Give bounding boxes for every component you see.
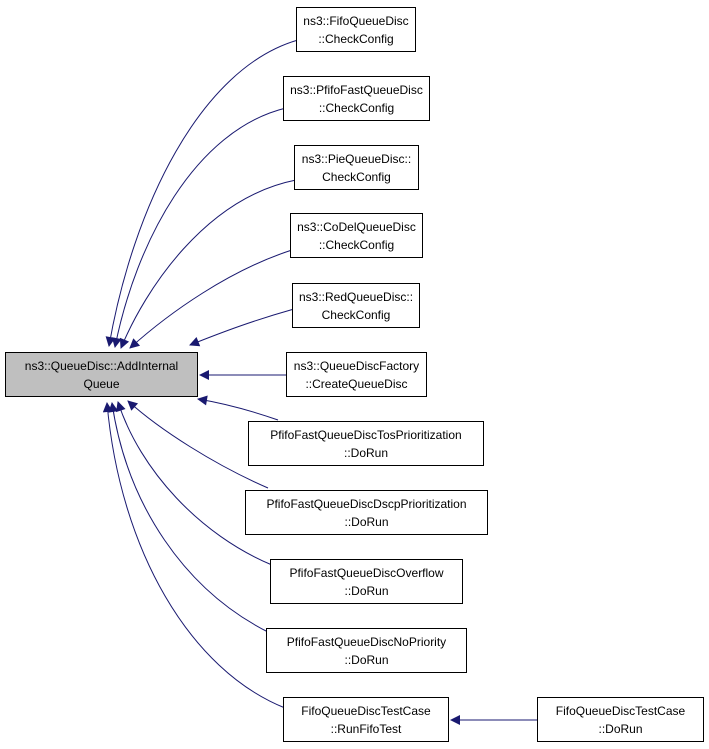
- caller-node-pfifo-no-priority-dorun[interactable]: PfifoFastQueueDiscNoPriority ::DoRun: [266, 628, 467, 673]
- caller-node-line-2: ::DoRun: [344, 514, 389, 529]
- caller-node-line-2: ::DoRun: [344, 583, 389, 598]
- edge-n9-to-root: [116, 401, 273, 566]
- edge-n5-to-root: [189, 308, 295, 347]
- caller-node-line-1: ns3::RedQueueDisc::: [298, 289, 414, 304]
- caller-node-codel-queue-disc-checkconfig[interactable]: ns3::CoDelQueueDisc ::CheckConfig: [290, 213, 423, 258]
- caller-node-fifo-test-case-dorun[interactable]: FifoQueueDiscTestCase ::DoRun: [537, 697, 704, 742]
- caller-node-line-1: ns3::QueueDiscFactory: [293, 358, 420, 373]
- caller-node-line-2: CheckConfig: [321, 307, 391, 322]
- caller-node-line-2: ::CheckConfig: [318, 31, 394, 46]
- caller-node-line-1: PfifoFastQueueDiscTosPrioritization: [270, 427, 462, 442]
- caller-node-line-1: ns3::PieQueueDisc::: [301, 151, 412, 166]
- edge-n1-to-root: [105, 39, 299, 347]
- root-node-line-1: ns3::QueueDisc::AddInternal: [24, 358, 179, 373]
- edge-n10-to-root: [108, 402, 269, 633]
- edge-n11-to-root: [102, 402, 286, 709]
- caller-node-fifo-queue-disc-checkconfig[interactable]: ns3::FifoQueueDisc ::CheckConfig: [296, 7, 416, 52]
- root-node-add-internal-queue: ns3::QueueDisc::AddInternal Queue: [5, 352, 198, 397]
- edge-n8-to-root: [127, 400, 269, 489]
- caller-node-line-2: ::DoRun: [344, 652, 389, 667]
- caller-node-line-1: ns3::FifoQueueDisc: [303, 13, 409, 28]
- caller-node-pie-queue-disc-checkconfig[interactable]: ns3::PieQueueDisc:: CheckConfig: [294, 145, 419, 190]
- caller-node-line-1: PfifoFastQueueDiscOverflow: [289, 565, 444, 580]
- caller-node-queue-disc-factory-createqueuedisc[interactable]: ns3::QueueDiscFactory ::CreateQueueDisc: [286, 352, 427, 397]
- edge-n4-to-root: [129, 249, 293, 349]
- caller-node-line-2: CheckConfig: [322, 169, 391, 184]
- caller-node-line-1: FifoQueueDiscTestCase: [301, 703, 431, 718]
- caller-node-line-2: ::DoRun: [598, 721, 643, 736]
- caller-node-pfifo-overflow-dorun[interactable]: PfifoFastQueueDiscOverflow ::DoRun: [270, 559, 463, 604]
- caller-node-line-1: PfifoFastQueueDiscNoPriority: [286, 634, 447, 649]
- caller-node-line-1: PfifoFastQueueDiscDscpPrioritization: [266, 496, 467, 511]
- caller-node-red-queue-disc-checkconfig[interactable]: ns3::RedQueueDisc:: CheckConfig: [292, 283, 420, 328]
- caller-node-pfifo-fast-queue-disc-checkconfig[interactable]: ns3::PfifoFastQueueDisc ::CheckConfig: [283, 76, 430, 121]
- edge-n3-to-root: [119, 179, 297, 349]
- caller-node-line-2: ::RunFifoTest: [330, 721, 402, 736]
- root-node-line-2: Queue: [83, 376, 120, 391]
- edges-group: [102, 39, 537, 725]
- caller-node-line-2: ::DoRun: [343, 445, 389, 460]
- edge-n7-to-root: [197, 395, 279, 421]
- caller-node-line-1: ns3::PfifoFastQueueDisc: [290, 82, 423, 97]
- caller-node-pfifo-tos-prioritization-dorun[interactable]: PfifoFastQueueDiscTosPrioritization ::Do…: [248, 421, 484, 466]
- edge-n2-to-root: [111, 107, 287, 348]
- caller-node-line-2: ::CheckConfig: [318, 237, 395, 252]
- caller-node-fifo-test-case-runfifotest[interactable]: FifoQueueDiscTestCase ::RunFifoTest: [283, 697, 449, 742]
- caller-node-pfifo-dscp-prioritization-dorun[interactable]: PfifoFastQueueDiscDscpPrioritization ::D…: [245, 490, 488, 535]
- caller-node-line-2: ::CheckConfig: [318, 100, 395, 115]
- caller-node-line-1: ns3::CoDelQueueDisc: [297, 219, 416, 234]
- caller-node-line-2: ::CreateQueueDisc: [305, 376, 408, 391]
- caller-node-line-1: FifoQueueDiscTestCase: [555, 703, 686, 718]
